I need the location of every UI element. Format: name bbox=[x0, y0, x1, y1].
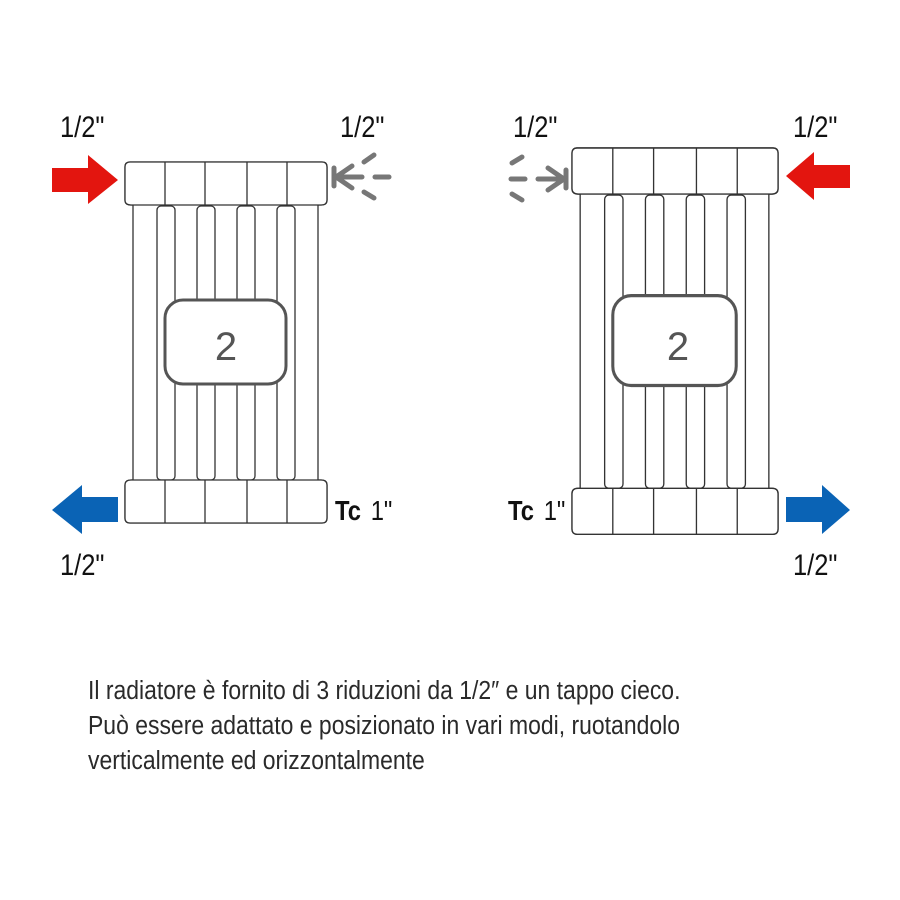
description-line: verticalmente ed orizzontalmente bbox=[88, 747, 425, 775]
tc-prefix: Tc bbox=[508, 494, 534, 526]
tc-prefix: Tc bbox=[335, 494, 361, 526]
right-radiator: 2 bbox=[570, 146, 780, 536]
blind-cap-label: Tc 1" bbox=[508, 494, 565, 526]
hot-inlet-arrow-icon bbox=[786, 152, 850, 200]
bottom-right-size-label: 1/2" bbox=[793, 548, 837, 581]
description-text: Il radiatore è fornito di 3 riduzioni da… bbox=[88, 674, 808, 779]
top-right-size-label: 1/2" bbox=[793, 110, 837, 143]
section-count-label: 2 bbox=[667, 325, 689, 369]
tc-size: 1" bbox=[371, 494, 393, 526]
reduction-fitting-arrow-icon bbox=[508, 154, 569, 203]
description-line: Il radiatore è fornito di 3 riduzioni da… bbox=[88, 677, 681, 705]
top-left-size-label: 1/2" bbox=[60, 110, 104, 143]
reduction-fitting-arrow-icon bbox=[331, 152, 392, 201]
left-radiator: 2 bbox=[123, 160, 329, 525]
section-count-label: 2 bbox=[215, 325, 237, 369]
description-line: Può essere adattato e posizionato in var… bbox=[88, 712, 680, 740]
cold-outlet-arrow-icon bbox=[786, 485, 850, 534]
top-right-size-label: 1/2" bbox=[340, 110, 384, 143]
hot-inlet-arrow-icon bbox=[52, 155, 118, 204]
tc-size: 1" bbox=[544, 494, 566, 526]
top-left-size-label: 1/2" bbox=[513, 110, 557, 143]
bottom-left-size-label: 1/2" bbox=[60, 548, 104, 581]
blind-cap-label: Tc 1" bbox=[335, 494, 392, 526]
cold-outlet-arrow-icon bbox=[52, 485, 118, 534]
